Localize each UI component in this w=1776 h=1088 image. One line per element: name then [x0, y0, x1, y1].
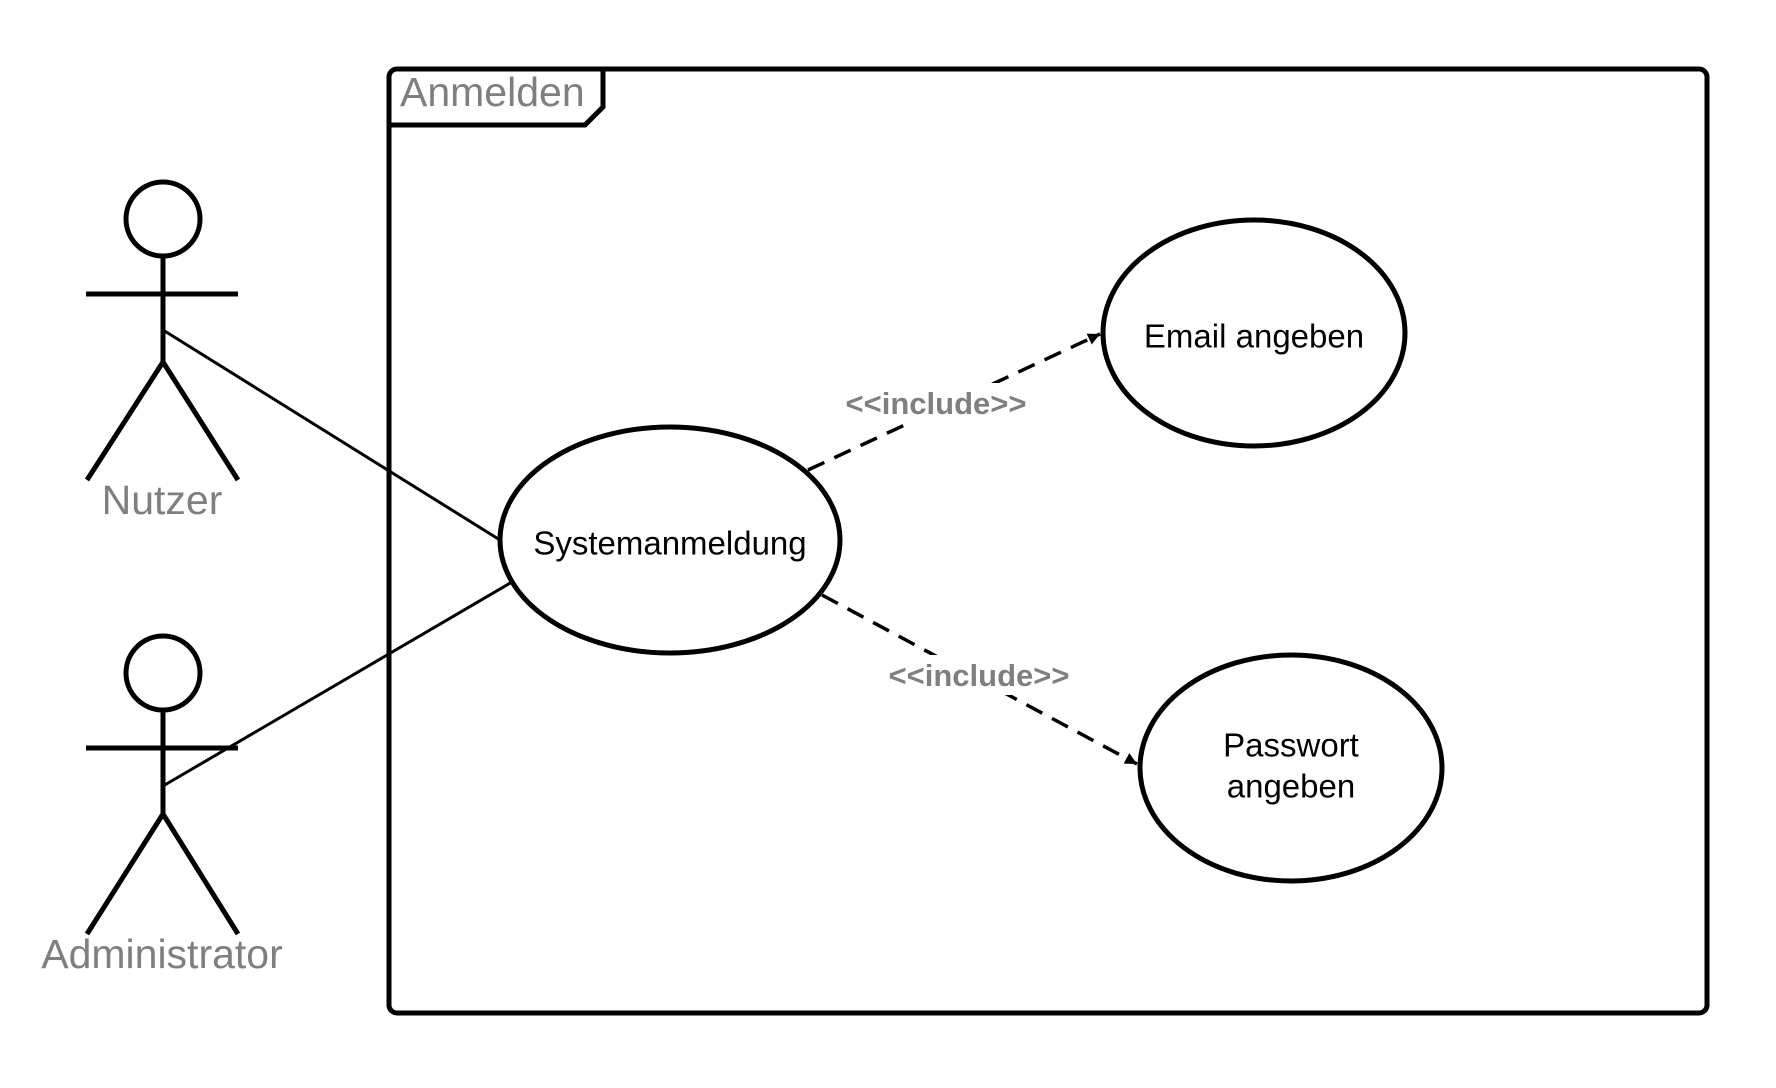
use-case-label: Systemanmeldung — [533, 525, 806, 562]
actor-label-nutzer: Nutzer — [102, 477, 223, 523]
stereotype-label-bg — [878, 655, 1080, 695]
system-boundary — [386, 66, 1710, 1016]
use-case-label-line-1: Passwort — [1223, 727, 1359, 764]
stereotype-label-bg — [835, 383, 1037, 423]
stereotype-label: <<include>> — [846, 386, 1027, 421]
stereotype-label: <<include>> — [889, 658, 1070, 693]
include-relation-passwort: <<include>> — [821, 593, 1138, 766]
use-case-passwort: Passwort angeben — [1137, 652, 1445, 884]
association-administrator — [162, 580, 513, 788]
actor-label-administrator: Administrator — [41, 931, 283, 977]
stick-figure-icon — [84, 179, 241, 482]
use-case-label: Email angeben — [1144, 318, 1364, 355]
actor-nutzer: Nutzer — [84, 179, 241, 523]
use-case-ellipse — [1137, 652, 1445, 884]
system-frame: Anmelden — [386, 66, 1710, 1016]
use-case-ellipse — [497, 424, 843, 656]
use-case-label-line-2: angeben — [1227, 768, 1355, 805]
include-relation-email: <<include>> — [807, 332, 1101, 472]
use-case-ellipse — [1100, 217, 1408, 449]
frame-tab — [389, 69, 606, 128]
actor-administrator: Administrator — [41, 633, 283, 977]
association-nutzer — [162, 328, 501, 542]
frame-label: Anmelden — [400, 69, 585, 115]
stick-figure-icon — [84, 633, 241, 936]
use-case-systemanmeldung: Systemanmeldung — [497, 424, 843, 656]
use-case-email: Email angeben — [1100, 217, 1408, 449]
